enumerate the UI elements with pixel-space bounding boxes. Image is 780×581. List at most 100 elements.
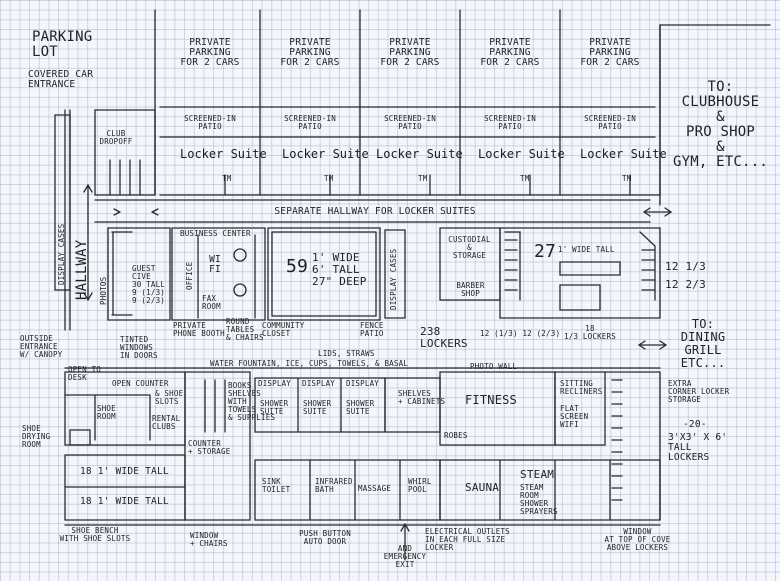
fraction-1: 12 1/3 — [665, 260, 706, 273]
water-fountain-label: WATER FOUNTAIN, ICE, CUPS, TOWELS, & BAS… — [210, 359, 409, 368]
lockers18 — [64, 454, 186, 521]
open-desk-label: OPEN TO DESK — [68, 365, 102, 382]
private-parking-4: PRIVATE PARKING FOR 2 CARS — [480, 37, 540, 68]
tm-3: TM — [418, 174, 428, 183]
fence-patio-label: FENCE PATIO — [360, 321, 384, 338]
patio-divider — [159, 106, 656, 138]
corridor-top — [94, 199, 651, 223]
locker59-ticks — [271, 231, 377, 317]
covered-entrance-label: COVERED CAR ENTRANCE — [28, 69, 94, 90]
guest-shelving — [111, 231, 133, 316]
steam-label: STEAM — [520, 468, 555, 481]
office-label: OFFICE — [185, 261, 194, 290]
locker27-inner — [504, 231, 656, 311]
community-closet-label: COMMUNITY CLOSET — [262, 321, 305, 338]
rental-clubs-label: RENTAL CLUBS — [152, 414, 181, 431]
hallway-label: HALLWAY — [74, 239, 90, 300]
arrow-dining — [637, 340, 668, 350]
private-parking-1: PRIVATE PARKING FOR 2 CARS — [180, 37, 240, 68]
patio-5: SCREENED-IN PATIO — [584, 114, 636, 131]
sitting-room — [554, 371, 606, 446]
counter-storage-label: COUNTER + STORAGE — [188, 439, 231, 456]
locker-238-label: 238 LOCKERS — [420, 325, 468, 350]
window-chairs-label: WINDOW + CHAIRS — [190, 531, 228, 548]
dropoff-stripes — [109, 159, 141, 196]
fraction-2: 12 2/3 — [665, 278, 706, 291]
display-cases-left: DISPLAY CASES — [57, 223, 66, 285]
display-case-left — [54, 114, 71, 291]
locker-suite-3: Locker Suite — [376, 147, 463, 161]
fax-room-label: FAX ROOM — [202, 294, 221, 311]
shelf-column — [204, 379, 226, 433]
display-case-mid — [384, 229, 406, 319]
custodial-label: CUSTODIAL & STORAGE — [448, 235, 491, 260]
shoe-inner — [64, 394, 151, 441]
locker-27-desc: 1' WIDE TALL — [558, 245, 615, 254]
robes-label: ROBES — [444, 431, 468, 440]
guest-room — [107, 227, 171, 321]
club-dropoff-label: CLUB DROPOFF — [99, 129, 133, 146]
arrow-clubhouse — [642, 207, 673, 217]
whirlpool-label: WHIRL POOL — [408, 477, 432, 494]
photo-wall-label: PHOTO WALL — [470, 362, 518, 371]
display-cases-mid: DISPLAY CASES — [389, 248, 398, 310]
private-parking-2: PRIVATE PARKING FOR 2 CARS — [280, 37, 340, 68]
window-cove-label: WINDOW AT TOP OF COVE ABOVE LOCKERS — [604, 527, 671, 552]
arrow-hall — [83, 183, 93, 302]
counter-block — [184, 371, 251, 521]
arrow-exit — [400, 522, 410, 561]
lockers-18a: 18 1' WIDE TALL — [80, 466, 169, 477]
parking-lot-label: PARKING LOT — [32, 29, 93, 60]
business-center — [171, 227, 266, 321]
outside-entrance-label: OUTSIDE ENTRANCE W/ CANOPY — [20, 334, 63, 359]
locker-59-count: 59 — [286, 256, 309, 277]
tm-2: TM — [324, 174, 334, 183]
shower-suite-2: SHOWER SUITE — [303, 399, 332, 416]
sauna-label: SAUNA — [465, 481, 500, 494]
locker-suite-4: Locker Suite — [478, 147, 565, 161]
shoe-bench-label: SHOE BENCH WITH SHOE SLOTS — [59, 526, 131, 543]
locker-suite-2: Locker Suite — [282, 147, 369, 161]
corridor-arrows — [113, 208, 159, 216]
display-2: DISPLAY — [302, 379, 336, 388]
separate-hallway-label: SEPARATE HALLWAY FOR LOCKER SUITES — [274, 206, 476, 217]
emergency-exit-label: AND EMERGENCY EXIT — [383, 544, 427, 569]
private-phone-label: PRIVATE PHONE BOOTH — [173, 321, 225, 338]
to-clubhouse-label: TO: CLUBHOUSE & PRO SHOP & GYM, ETC... — [673, 79, 768, 170]
locker59-room — [267, 227, 381, 321]
flat-screen-label: FLAT SCREEN WIFI — [560, 404, 589, 429]
locker27-ticks — [504, 239, 655, 291]
extra-storage-label: EXTRA CORNER LOCKER STORAGE — [668, 379, 730, 404]
wifi-label: WI FI — [209, 254, 221, 275]
private-parking-5: PRIVATE PARKING FOR 2 CARS — [580, 37, 640, 68]
massage-label: MASSAGE — [358, 484, 392, 493]
count-20: -20- — [683, 419, 707, 430]
round-tables-label: ROUND TABLES & CHAIRS — [226, 317, 264, 342]
shelves-label: BOOKS SHELVES WITH TOWELS & SUPPLIES — [228, 381, 276, 422]
parking-block-outline — [154, 9, 661, 196]
display-1: DISPLAY — [258, 379, 292, 388]
guest-cive-label: GUEST CIVE 30 TALL 9 (1/3) 9 (2/3) — [132, 264, 166, 305]
push-button-label: PUSH BUTTON AUTO DOOR — [299, 529, 351, 546]
shower-suite-1: SHOWER SUITE — [260, 399, 289, 416]
patio-1: SCREENED-IN PATIO — [184, 114, 236, 131]
steam-sub-label: STEAM ROOM SHOWER SPRAYERS — [520, 483, 558, 516]
business-center-label: BUSINESS CENTER — [180, 229, 251, 238]
private-parking-3: PRIVATE PARKING FOR 2 CARS — [380, 37, 440, 68]
patio-4: SCREENED-IN PATIO — [484, 114, 536, 131]
locker-suite-5: Locker Suite — [580, 147, 667, 161]
open-counter-label: OPEN COUNTER — [112, 379, 169, 388]
right-wall — [659, 24, 771, 206]
lockers-18b: 18 1' WIDE TALL — [80, 496, 169, 507]
sink-toilet-label: SINK TOILET — [262, 477, 291, 494]
shelves-cabinets-label: SHELVES + CABINETS — [398, 389, 446, 406]
lids-straws-label: LIDS, STRAWS — [318, 349, 375, 358]
locker-27-count: 27 — [534, 241, 557, 262]
photos-label: PHOTOS — [99, 276, 108, 305]
fraction-18: 18 1/3 LOCKERS — [564, 324, 616, 341]
fitness-label: FITNESS — [465, 393, 517, 407]
patio-2: SCREENED-IN PATIO — [284, 114, 336, 131]
suite-steps — [224, 174, 631, 196]
